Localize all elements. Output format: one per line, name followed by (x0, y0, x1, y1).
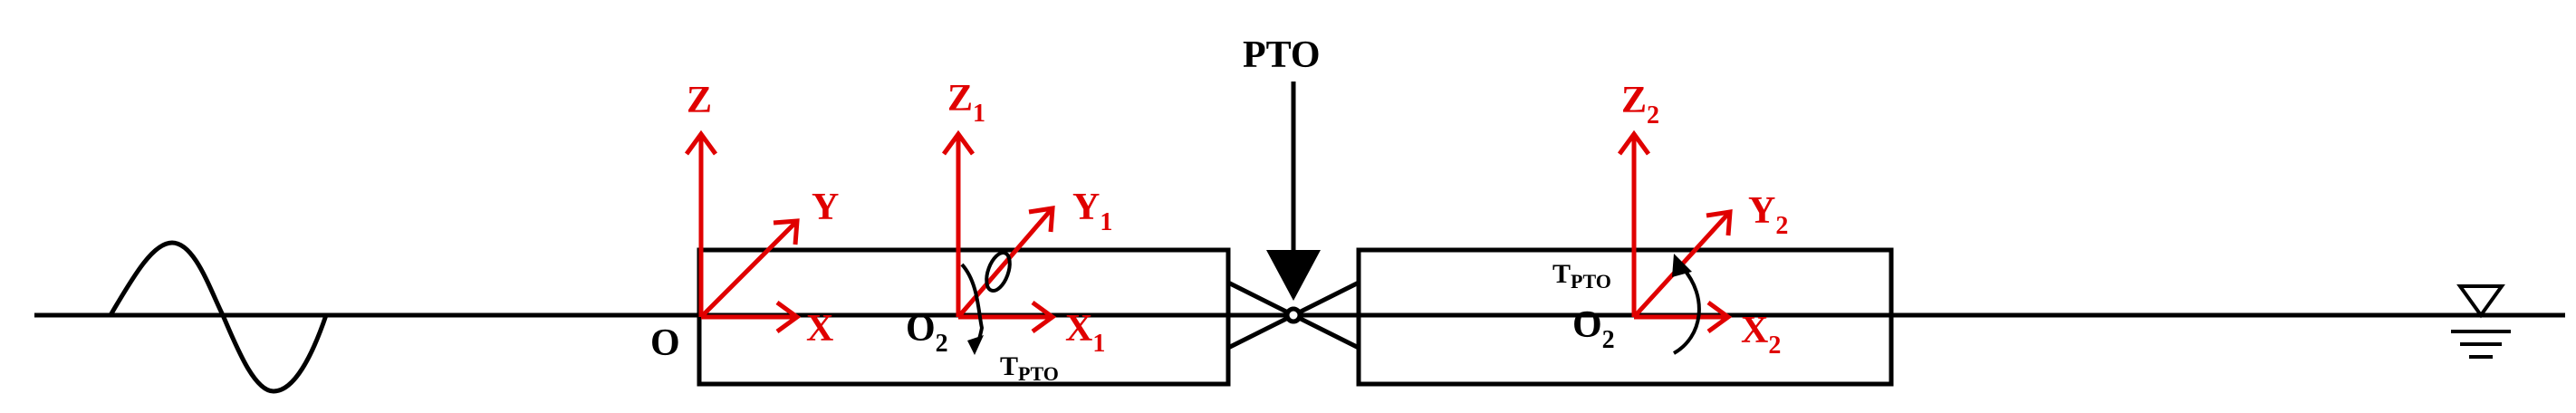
body1-x-label: X1 (1065, 308, 1105, 358)
body1-torque-arrow (960, 263, 985, 355)
global-y-label: Y (812, 187, 839, 228)
water-level-icon (2451, 284, 2511, 359)
body1-y-label: Y1 (1072, 187, 1112, 236)
body2-torque-label: TPTO (1552, 259, 1611, 293)
body1-rotation-ellipse (985, 250, 1012, 293)
pto-label: PTO (1243, 34, 1321, 76)
body2-y-label: Y2 (1748, 190, 1788, 240)
body2-z-label: Z2 (1621, 80, 1659, 130)
body1-torque-label: TPTO (1000, 351, 1059, 385)
body2-torque-arrow (1672, 254, 1701, 355)
body-2 (1356, 247, 1894, 387)
global-z-label: Z (687, 80, 712, 121)
body2-origin-label: O2 (1572, 304, 1615, 354)
body1-origin-label: O2 (906, 308, 948, 358)
global-frame-axes (684, 130, 802, 334)
body1-z-label: Z1 (947, 78, 985, 128)
body1-frame-axes (941, 130, 1057, 334)
origin-o-label: O (650, 322, 680, 364)
wave-icon (108, 240, 329, 394)
body2-x-label: X2 (1741, 310, 1781, 360)
body2-frame-axes (1617, 130, 1733, 334)
global-x-label: X (806, 308, 833, 350)
pto-linkage (1226, 280, 1360, 351)
pto-arrow (1266, 82, 1321, 301)
